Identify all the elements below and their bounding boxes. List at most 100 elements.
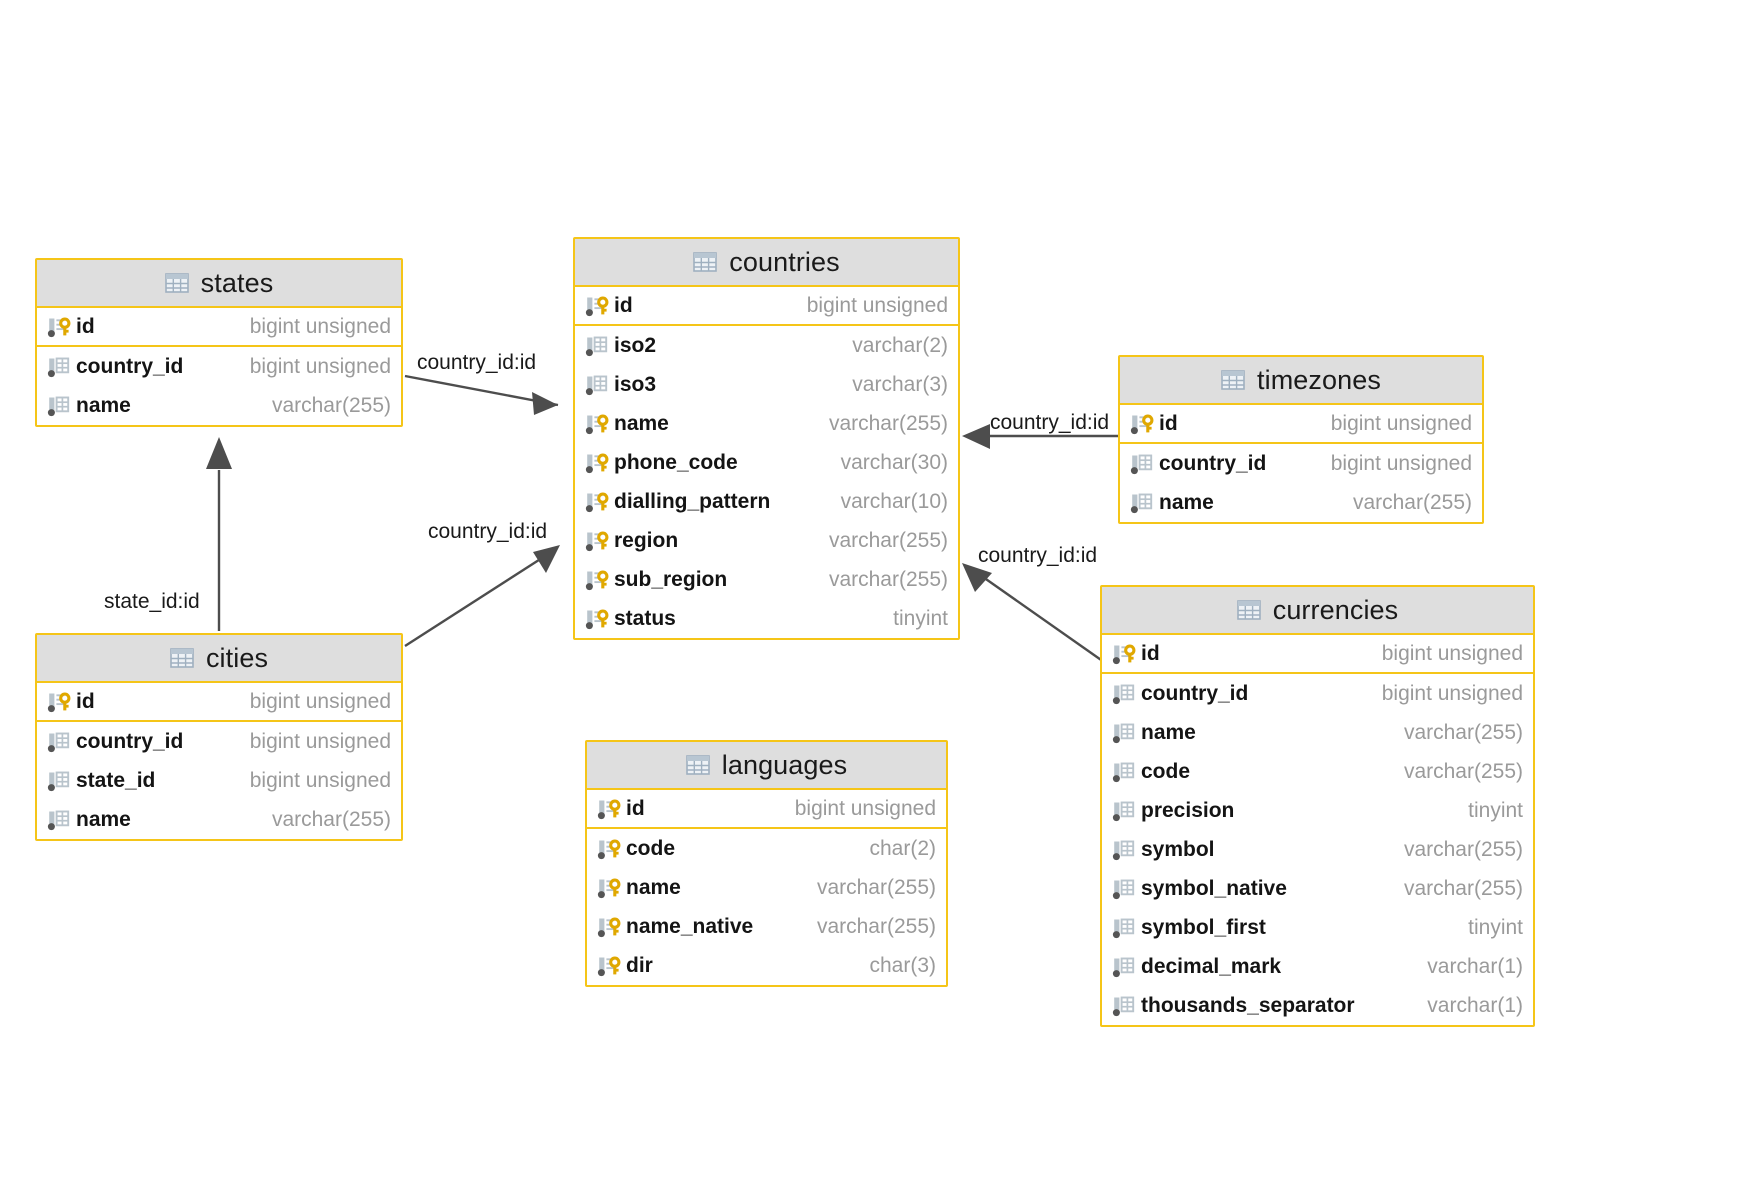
relationship-arrowhead-timezones-countries	[962, 424, 990, 449]
field-type: varchar(1)	[1427, 954, 1523, 978]
table-header-cities[interactable]: cities	[37, 635, 401, 683]
primary-key-icon	[46, 689, 72, 715]
table-header-timezones[interactable]: timezones	[1120, 357, 1482, 405]
field-name: sub_region	[614, 567, 728, 591]
field-type: bigint unsigned	[806, 293, 948, 317]
field-type: varchar(10)	[840, 489, 948, 513]
column-icon	[1111, 954, 1137, 980]
relationship-label-currencies-countries: country_id:id	[978, 544, 1098, 567]
field-type: varchar(255)	[816, 875, 936, 899]
relationship-label-cities-countries: country_id:id	[428, 520, 548, 543]
field-type: bigint unsigned	[794, 796, 936, 820]
column-icon	[1111, 759, 1137, 785]
field-type: bigint unsigned	[249, 689, 391, 713]
field-row-name[interactable]: name varchar(255)	[37, 800, 401, 839]
field-name: id	[1159, 411, 1178, 435]
table-title: states	[200, 267, 274, 298]
field-name: country_id	[76, 354, 184, 378]
field-name: country_id	[1141, 681, 1249, 705]
column-icon	[1111, 720, 1137, 746]
table-header-countries[interactable]: countries	[575, 239, 958, 287]
index-key-icon	[584, 450, 610, 476]
relationship-line-states-countries	[404, 374, 559, 407]
index-key-icon	[584, 528, 610, 554]
field-name: name	[1159, 490, 1214, 514]
relationship-arrowhead-states-countries	[532, 392, 558, 415]
column-icon	[1129, 451, 1155, 477]
field-name: name	[76, 807, 131, 831]
field-type: char(2)	[869, 836, 936, 860]
table-title: cities	[205, 642, 269, 673]
column-icon	[46, 354, 72, 380]
table-title: countries	[729, 246, 840, 277]
field-type: varchar(255)	[271, 393, 391, 417]
index-key-icon	[584, 489, 610, 515]
field-name: name	[614, 411, 669, 435]
field-type: varchar(255)	[271, 807, 391, 831]
column-icon	[1111, 681, 1137, 707]
column-icon	[46, 729, 72, 755]
field-type: varchar(1)	[1427, 993, 1523, 1017]
table-header-currencies[interactable]: currencies	[1102, 587, 1533, 635]
table-title: languages	[721, 749, 848, 780]
primary-key-icon	[1111, 641, 1137, 667]
field-type: bigint unsigned	[249, 768, 391, 792]
column-icon	[1111, 876, 1137, 902]
table-icon	[170, 648, 194, 668]
relationship-label-timezones-countries: country_id:id	[990, 411, 1110, 434]
field-name: symbol	[1141, 837, 1215, 861]
index-key-icon	[584, 411, 610, 437]
field-type: varchar(255)	[1403, 720, 1523, 744]
field-name: country_id	[76, 729, 184, 753]
relationship-label-cities-states: state_id:id	[104, 590, 200, 613]
column-icon	[1111, 837, 1137, 863]
field-type: tinyint	[1468, 798, 1523, 822]
field-type: bigint unsigned	[1330, 451, 1472, 475]
field-type: char(3)	[869, 953, 936, 977]
table-header-languages[interactable]: languages	[587, 742, 946, 790]
field-type: varchar(3)	[852, 372, 948, 396]
table-header-states[interactable]: states	[37, 260, 401, 308]
field-name: symbol_first	[1141, 915, 1266, 939]
